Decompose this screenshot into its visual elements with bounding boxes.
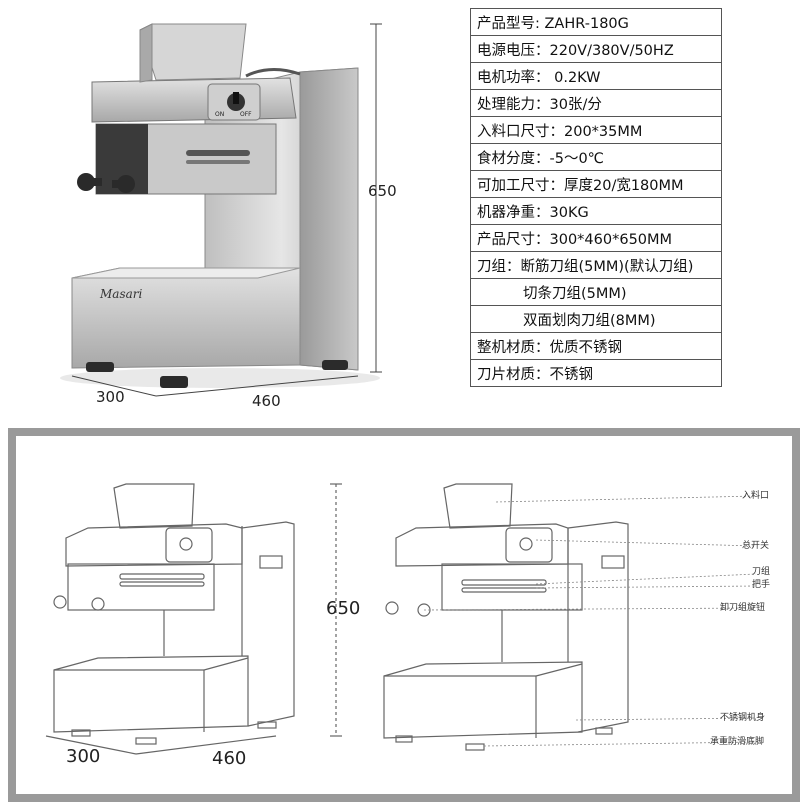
spec-row: 刀组：断筋刀组(5MM)(默认刀组) bbox=[470, 251, 722, 279]
spec-row: 处理能力：30张/分 bbox=[470, 89, 722, 117]
spec-row: 食材分度：-5～0℃ bbox=[470, 143, 722, 171]
spec-cell: 电源电压：220V/380V/50HZ bbox=[470, 35, 722, 63]
callout-anti-slip-feet: 承重防滑底脚 bbox=[710, 737, 765, 747]
photo-dim-depth: 460 bbox=[252, 392, 281, 410]
spec-cell: 处理能力：30张/分 bbox=[470, 89, 722, 117]
spec-row: 产品尺寸：300*460*650MM bbox=[470, 224, 722, 252]
spec-cell: 可加工尺寸：厚度20/宽180MM bbox=[470, 170, 722, 198]
spec-cell: 刀组：断筋刀组(5MM)(默认刀组) bbox=[470, 251, 722, 279]
brand-logo-text: Masari bbox=[100, 287, 143, 301]
callout-feed-inlet: 入料口 bbox=[742, 491, 770, 501]
spec-row: 可加工尺寸：厚度20/宽180MM bbox=[470, 170, 722, 198]
spec-cell: 整机材质：优质不锈钢 bbox=[470, 332, 722, 360]
spec-cell: 产品型号: ZAHR-180G bbox=[470, 8, 722, 36]
callout-blade-release-knob: 卸刀组旋钮 bbox=[720, 603, 766, 613]
spec-cell: 机器净重：30KG bbox=[470, 197, 722, 225]
technical-drawing bbox=[45, 483, 757, 755]
callout-handle: 把手 bbox=[752, 580, 771, 590]
spec-row: 电机功率： 0.2KW bbox=[470, 62, 722, 90]
spec-cell: 电机功率： 0.2KW bbox=[470, 62, 722, 90]
spec-cell: 入料口尺寸：200*35MM bbox=[470, 116, 722, 144]
drawing-dim-depth: 460 bbox=[212, 748, 247, 769]
spec-row: 切条刀组(5MM) bbox=[470, 278, 722, 306]
switch-off-label: OFF bbox=[240, 111, 252, 118]
spec-row: 刀片材质：不锈钢 bbox=[470, 359, 722, 387]
callout-main-switch: 总开关 bbox=[742, 541, 770, 551]
spec-row: 整机材质：优质不锈钢 bbox=[470, 332, 722, 360]
technical-drawing-frame: 650 300 460 入料口 总开关 刀组 把手 卸刀组旋钮 不锈钢机身 承重… bbox=[8, 428, 800, 802]
spec-cell: 双面划肉刀组(8MM) bbox=[470, 305, 722, 333]
photo-dim-width: 300 bbox=[96, 388, 125, 406]
spec-row: 双面划肉刀组(8MM) bbox=[470, 305, 722, 333]
spec-cell: 切条刀组(5MM) bbox=[470, 278, 722, 306]
product-photo: Masari ON OFF 650 300 460 bbox=[0, 0, 470, 420]
spec-row: 机器净重：30KG bbox=[470, 197, 722, 225]
spec-cell: 刀片材质：不锈钢 bbox=[470, 359, 722, 387]
machine-photo-illustration bbox=[60, 23, 382, 397]
spec-cell: 产品尺寸：300*460*650MM bbox=[470, 224, 722, 252]
callout-steel-body: 不锈钢机身 bbox=[720, 713, 766, 723]
callout-blade-set: 刀组 bbox=[752, 567, 771, 577]
spec-row: 电源电压：220V/380V/50HZ bbox=[470, 35, 722, 63]
spec-cell: 食材分度：-5～0℃ bbox=[470, 143, 722, 171]
spec-row: 产品型号: ZAHR-180G bbox=[470, 8, 722, 36]
drawing-dim-width: 300 bbox=[66, 746, 101, 767]
switch-on-label: ON bbox=[215, 111, 225, 118]
spec-row: 入料口尺寸：200*35MM bbox=[470, 116, 722, 144]
photo-dim-height: 650 bbox=[368, 182, 397, 200]
drawing-dim-height: 650 bbox=[326, 598, 361, 619]
